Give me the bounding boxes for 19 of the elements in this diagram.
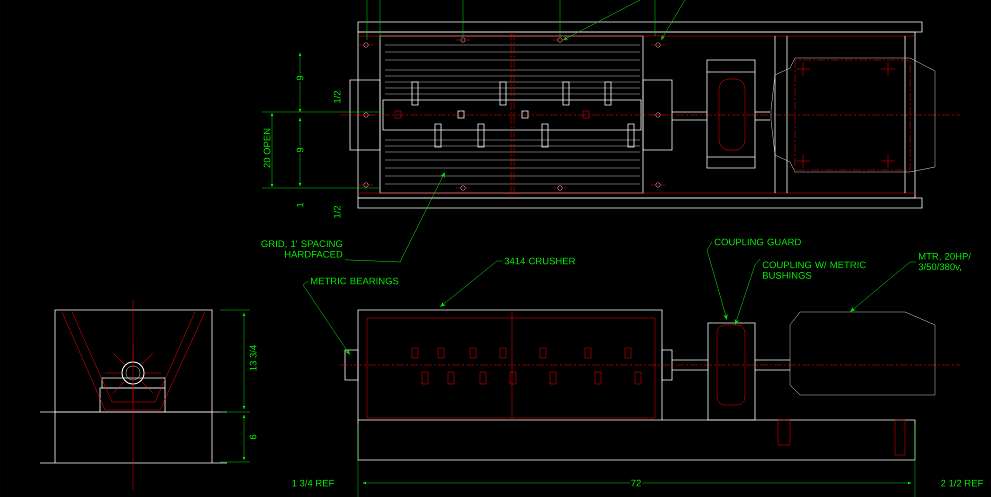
callout-text: COUPLING W/ METRIC BUSHINGS xyxy=(762,261,866,279)
dimension-text: 1/2 xyxy=(332,89,342,105)
callout-text: GRID, 1' SPACING HARDFACED xyxy=(261,240,342,258)
callout-text: MTR, 20HP/ 3/50/380v, xyxy=(918,252,971,272)
callout-text: COUPLING GUARD xyxy=(714,238,801,246)
dimension-text: 20 OPEN xyxy=(262,126,272,170)
leader-line xyxy=(440,260,502,307)
leader-line xyxy=(850,262,916,312)
dimension-text: 1 3/4 REF xyxy=(290,478,336,488)
dimension-text: 1/2 xyxy=(332,204,342,220)
callout-text: 3414 CRUSHER xyxy=(504,258,576,264)
dimension-text: 72 xyxy=(630,478,642,488)
dimension-text: 2 1/2 REF xyxy=(940,478,984,488)
leader-line xyxy=(344,172,445,262)
leader-line xyxy=(734,258,760,325)
callout-text: METRIC BEARINGS xyxy=(311,278,398,284)
leader-line xyxy=(706,242,728,320)
leader-line xyxy=(302,280,350,355)
dimension-text: 13 3/4 xyxy=(248,344,258,372)
